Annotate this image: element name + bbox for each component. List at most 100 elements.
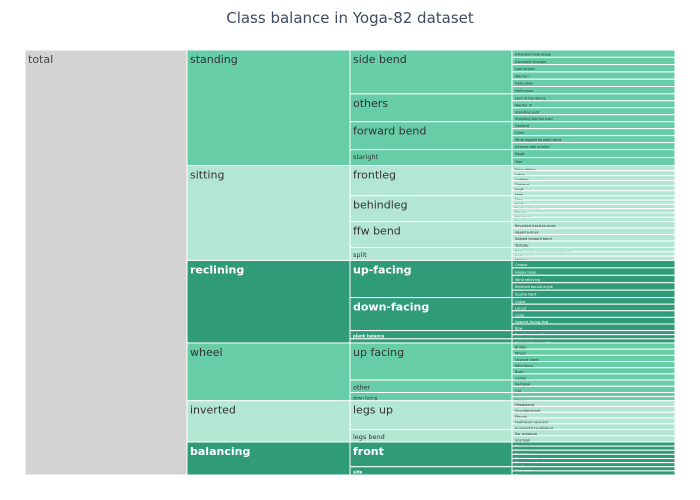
tile-wild-thing[interactable] [511, 361, 675, 369]
tile-tree[interactable] [511, 157, 675, 167]
label-locust: Locust [515, 307, 527, 311]
label-garland: Garland [515, 124, 529, 128]
label-bridge: Bridge [515, 345, 526, 349]
tile-rainbow[interactable] [511, 379, 675, 387]
label-legs-bend: legs bend [353, 433, 385, 441]
tile-warrior-i[interactable] [511, 71, 675, 80]
label-standing-split: Standing split [515, 110, 540, 114]
label-ffw-bend: ffw bend [353, 225, 401, 238]
tile-ffw-bend[interactable] [349, 221, 513, 248]
tile-up-facing[interactable] [349, 259, 513, 299]
label-plank-balance: plank balance [353, 334, 385, 339]
tile-child[interactable] [511, 310, 675, 318]
tile-up-facing[interactable] [349, 342, 513, 381]
tile-heron[interactable] [511, 216, 675, 223]
tile-crow[interactable] [511, 445, 675, 451]
label-bow: Bow [515, 326, 523, 330]
tile-reclining[interactable] [186, 259, 351, 344]
label-upward-plank: Upward plank [515, 358, 540, 362]
tile-front[interactable] [349, 441, 513, 468]
label-child: Child [515, 313, 524, 317]
tile-dolphin[interactable] [511, 396, 675, 402]
tile-side-bend[interactable] [349, 50, 513, 95]
tile-frog[interactable] [511, 195, 675, 201]
tile-warrior-iii[interactable] [511, 100, 675, 109]
tile-monkey[interactable] [511, 255, 675, 261]
tile-pigeon[interactable] [511, 208, 675, 214]
tile-garland[interactable] [511, 121, 675, 130]
tile-plough[interactable] [511, 411, 675, 419]
tile-corpse[interactable] [511, 259, 675, 269]
label-down-facing: down-facing [353, 301, 429, 314]
label-corpse: Corpse [515, 263, 527, 267]
tile-easy-sitting[interactable] [511, 165, 675, 172]
tile-wheel[interactable] [511, 348, 675, 356]
tile-other[interactable] [349, 379, 513, 393]
tile-locust[interactable] [511, 303, 675, 312]
tile-staff[interactable] [511, 185, 675, 192]
tile-scorpion[interactable] [511, 435, 675, 443]
label-legs-up: legs up [353, 404, 393, 417]
tile-boat[interactable] [511, 367, 675, 375]
tile-garland[interactable] [511, 180, 675, 187]
tile-eight-angle[interactable] [511, 453, 675, 459]
tile-cat[interactable] [511, 385, 675, 393]
tile-down-facing[interactable] [349, 297, 513, 332]
label-chair: Chair [515, 131, 525, 135]
tile-balancing[interactable] [186, 441, 351, 475]
tile-low-lunges[interactable] [511, 64, 675, 73]
tile-total[interactable] [25, 50, 188, 475]
tile-firefly[interactable] [511, 462, 675, 468]
tile-others[interactable] [349, 93, 513, 123]
tile-eagle[interactable] [511, 149, 675, 159]
tile-bow[interactable] [511, 323, 675, 332]
label-front: front [353, 445, 384, 458]
tile-tortoise[interactable] [511, 240, 675, 248]
label-frontleg: frontleg [353, 169, 396, 182]
tile-side-facing[interactable] [349, 338, 513, 344]
label-intense-side-stretch: Intense side stretch [515, 145, 550, 149]
tile-lotus[interactable] [511, 170, 675, 177]
label-side: side [353, 470, 363, 475]
tile-split-pose[interactable] [511, 251, 675, 257]
label-feathered-peacock: Feathered peacock [515, 421, 549, 425]
label-revolved-head-to-knee: Revolved head-to-knee [515, 224, 556, 228]
tile-gate-pose[interactable] [511, 78, 675, 88]
tile-peacock[interactable] [511, 449, 675, 455]
tile-half-moon[interactable] [511, 86, 675, 95]
tile-headstand[interactable] [511, 400, 675, 408]
tile-camel[interactable] [511, 373, 675, 381]
tile-side[interactable] [349, 466, 513, 475]
tile-chair[interactable] [511, 128, 675, 137]
label-reclining: reclining [190, 263, 244, 276]
tile-side-crow[interactable] [511, 470, 675, 475]
label-side-crow: Side crow [515, 473, 532, 475]
label-cobbler: Cobbler [515, 178, 529, 182]
label-extended-triangle: Extended triangle [515, 60, 546, 64]
tile-cobbler[interactable] [511, 175, 675, 182]
tile-standing[interactable] [186, 50, 351, 167]
tile-firefly[interactable] [511, 199, 675, 205]
label-warrior-iii: Warrior III [515, 103, 532, 107]
tile-crane[interactable] [511, 441, 675, 447]
label-standing-big-toe-hold: Standing big toe hold [515, 117, 553, 121]
tile-inverted[interactable] [186, 400, 351, 443]
label-supine-twist: Supine twist [515, 293, 537, 297]
tile-happy-baby[interactable] [511, 267, 675, 276]
tile-hero[interactable] [511, 190, 675, 197]
tile-cow-face[interactable] [511, 212, 675, 218]
tile-wheel[interactable] [186, 342, 351, 402]
tile-side-plank[interactable] [511, 334, 675, 340]
label-hero: Hero [515, 193, 523, 197]
tile-bridge[interactable] [511, 342, 675, 350]
label-behindleg: behindleg [353, 199, 408, 212]
tile-split[interactable] [349, 246, 513, 261]
label-scorpion: Scorpion [515, 438, 530, 442]
label-half-moon: Half moon [515, 89, 533, 93]
label-tree: Tree [514, 160, 522, 164]
label-split: split [353, 251, 367, 259]
tile-side-crane[interactable] [511, 466, 675, 472]
tile-cobra[interactable] [511, 297, 675, 305]
label-plough: Plough [515, 415, 527, 419]
